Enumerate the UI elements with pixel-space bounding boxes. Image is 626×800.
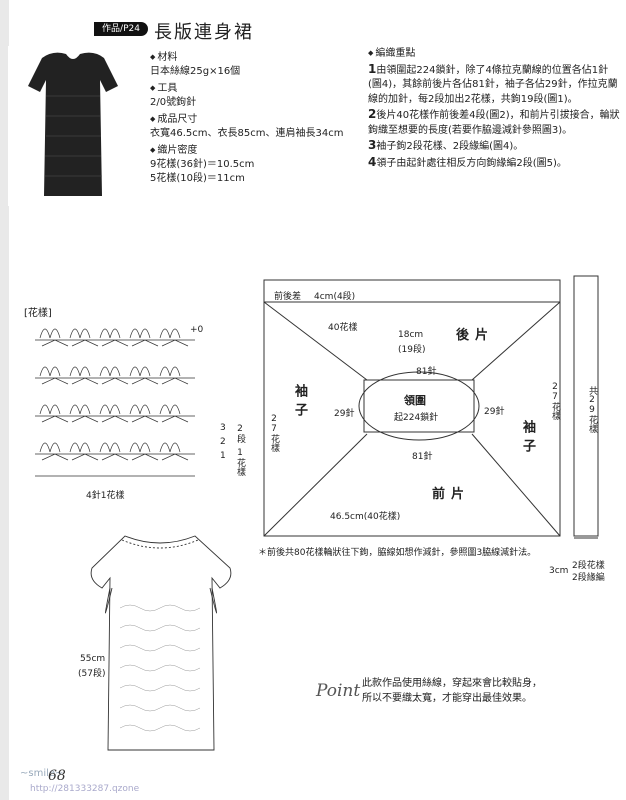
material-heading: 材料 xyxy=(150,50,343,65)
stitch-side-pattern: 1花樣 xyxy=(235,448,245,476)
step-4: 4領子由起針處往相反方向鉤緣編2段(圖5)。 xyxy=(368,155,620,172)
step-4-number: 4 xyxy=(368,154,377,169)
stitch-81-top: 81針 xyxy=(416,367,437,377)
pattern-tag: 作品/P24 xyxy=(94,22,148,36)
materials-block: 材料 日本絲線25g×16個 工具 2/0號鉤針 成品尺寸 衣寬46.5cm、衣… xyxy=(150,48,343,186)
size-heading: 成品尺寸 xyxy=(150,112,343,127)
point-line-1: 此款作品使用絲線，穿起來會比較貼身， xyxy=(362,678,542,689)
step-1: 1由領圍起224鎖針，除了4條拉克蘭線的位置各佔1針(圖4)，其餘前後片各佔81… xyxy=(368,62,620,108)
neck-label: 領圍 xyxy=(404,394,426,407)
stitch-81-bottom: 81針 xyxy=(412,452,433,462)
stitch-plus-1: +0 xyxy=(190,325,204,335)
step-1-text: 由領圍起224鎖針，除了4條拉克蘭線的位置各佔1針(圖4)，其餘前後片各佔81針… xyxy=(368,64,618,105)
size-value: 衣寬46.5cm、衣長85cm、連肩袖長34cm xyxy=(150,128,344,139)
side-strip-label: 共29花樣 xyxy=(587,386,597,433)
page-number: 68 xyxy=(48,768,66,784)
sleeve-left-label: 袖子 xyxy=(292,384,307,422)
point-line-2: 所以不要織太寬，才能穿出最佳效果。 xyxy=(362,693,532,704)
step-3-number: 3 xyxy=(368,138,377,152)
stitch-29-left: 29針 xyxy=(334,409,355,419)
back-piece-label: 後片 xyxy=(456,328,495,343)
stitch-bottom-label: 4針1花樣 xyxy=(86,491,125,501)
tool-value: 2/0號鉤針 xyxy=(150,97,197,108)
instructions-block: 編織重點 1由領圍起224鎖針，除了4條拉克蘭線的位置各佔1針(圖4)，其餘前後… xyxy=(368,46,620,171)
tool-heading: 工具 xyxy=(150,81,343,96)
point-text: 此款作品使用絲線，穿起來會比較貼身， 所以不要織太寬，才能穿出最佳效果。 xyxy=(362,676,542,706)
right-flowers: 27花樣 xyxy=(550,382,560,420)
step-1-number: 1 xyxy=(368,61,377,76)
watermark: ~smile~ xyxy=(20,768,64,779)
step-3: 3袖子鉤2段花樣、2段緣編(圖4)。 xyxy=(368,138,620,155)
edge-option-2: 2段緣編 xyxy=(572,573,605,583)
schematic-note: ＊前後共80花樣輪狀往下鉤，脇線如想作減針，參照圖3脇線減針法。 xyxy=(258,548,537,558)
page-title: 長版連身裙 xyxy=(154,22,254,43)
gauge-value-1: 9花樣(36針)＝10.5cm xyxy=(150,159,255,170)
back-height: 18cm xyxy=(398,330,424,340)
step-2: 2後片40花樣作前後差4段(圖2)，和前片引拔接合，輪狀鉤織至想要的長度(若要作… xyxy=(368,107,620,138)
back-rows: (19段) xyxy=(398,345,426,355)
gauge-heading: 織片密度 xyxy=(150,143,343,158)
offset-value: 4cm(4段) xyxy=(314,292,356,302)
gauge-value-2: 5花樣(10段)＝11cm xyxy=(150,173,245,184)
dress-outline xyxy=(90,535,232,751)
step-2-text: 後片40花樣作前後差4段(圖2)，和前片引拔接合，輪狀鉤織至想要的長度(若要作脇… xyxy=(368,110,620,136)
instructions-heading: 編織重點 xyxy=(368,46,620,62)
stitch-chart xyxy=(34,328,196,477)
edge-option-1: 2段花樣 xyxy=(572,561,605,571)
stitch-side-rows: 2段 xyxy=(235,424,245,443)
raglan-schematic xyxy=(263,275,599,539)
point-word: Point xyxy=(316,681,361,701)
step-2-number: 2 xyxy=(368,107,377,121)
stitch-row-2: 2 xyxy=(220,437,226,447)
top-flowers: 40花樣 xyxy=(328,323,358,333)
front-piece-label: 前片 xyxy=(432,487,471,502)
step-4-text: 領子由起針處往相反方向鉤緣編2段(圖5)。 xyxy=(376,157,567,169)
sleeve-right-label: 袖子 xyxy=(520,420,535,458)
bottom-width: 46.5cm(40花樣) xyxy=(330,512,401,522)
stitch-29-right: 29針 xyxy=(484,407,505,417)
edge-height: 3cm xyxy=(549,566,569,576)
neck-sub: 起224鎖針 xyxy=(394,413,439,423)
stitch-chart-label: [花樣] xyxy=(24,308,52,319)
watermark-url: http://281333287.qzone xyxy=(30,784,140,794)
material-value: 日本絲線25g×16個 xyxy=(150,66,241,77)
offset-label: 前後差 xyxy=(274,292,302,302)
garment-photo xyxy=(8,46,138,206)
stitch-row-3: 3 xyxy=(220,423,226,433)
left-flowers: 27花樣 xyxy=(269,414,279,452)
dress-length: 55cm xyxy=(80,654,106,664)
stitch-row-1: 1 xyxy=(220,451,226,461)
step-3-text: 袖子鉤2段花樣、2段緣編(圖4)。 xyxy=(376,141,524,152)
page-binding xyxy=(0,0,9,800)
dress-rows: (57段) xyxy=(78,669,106,679)
